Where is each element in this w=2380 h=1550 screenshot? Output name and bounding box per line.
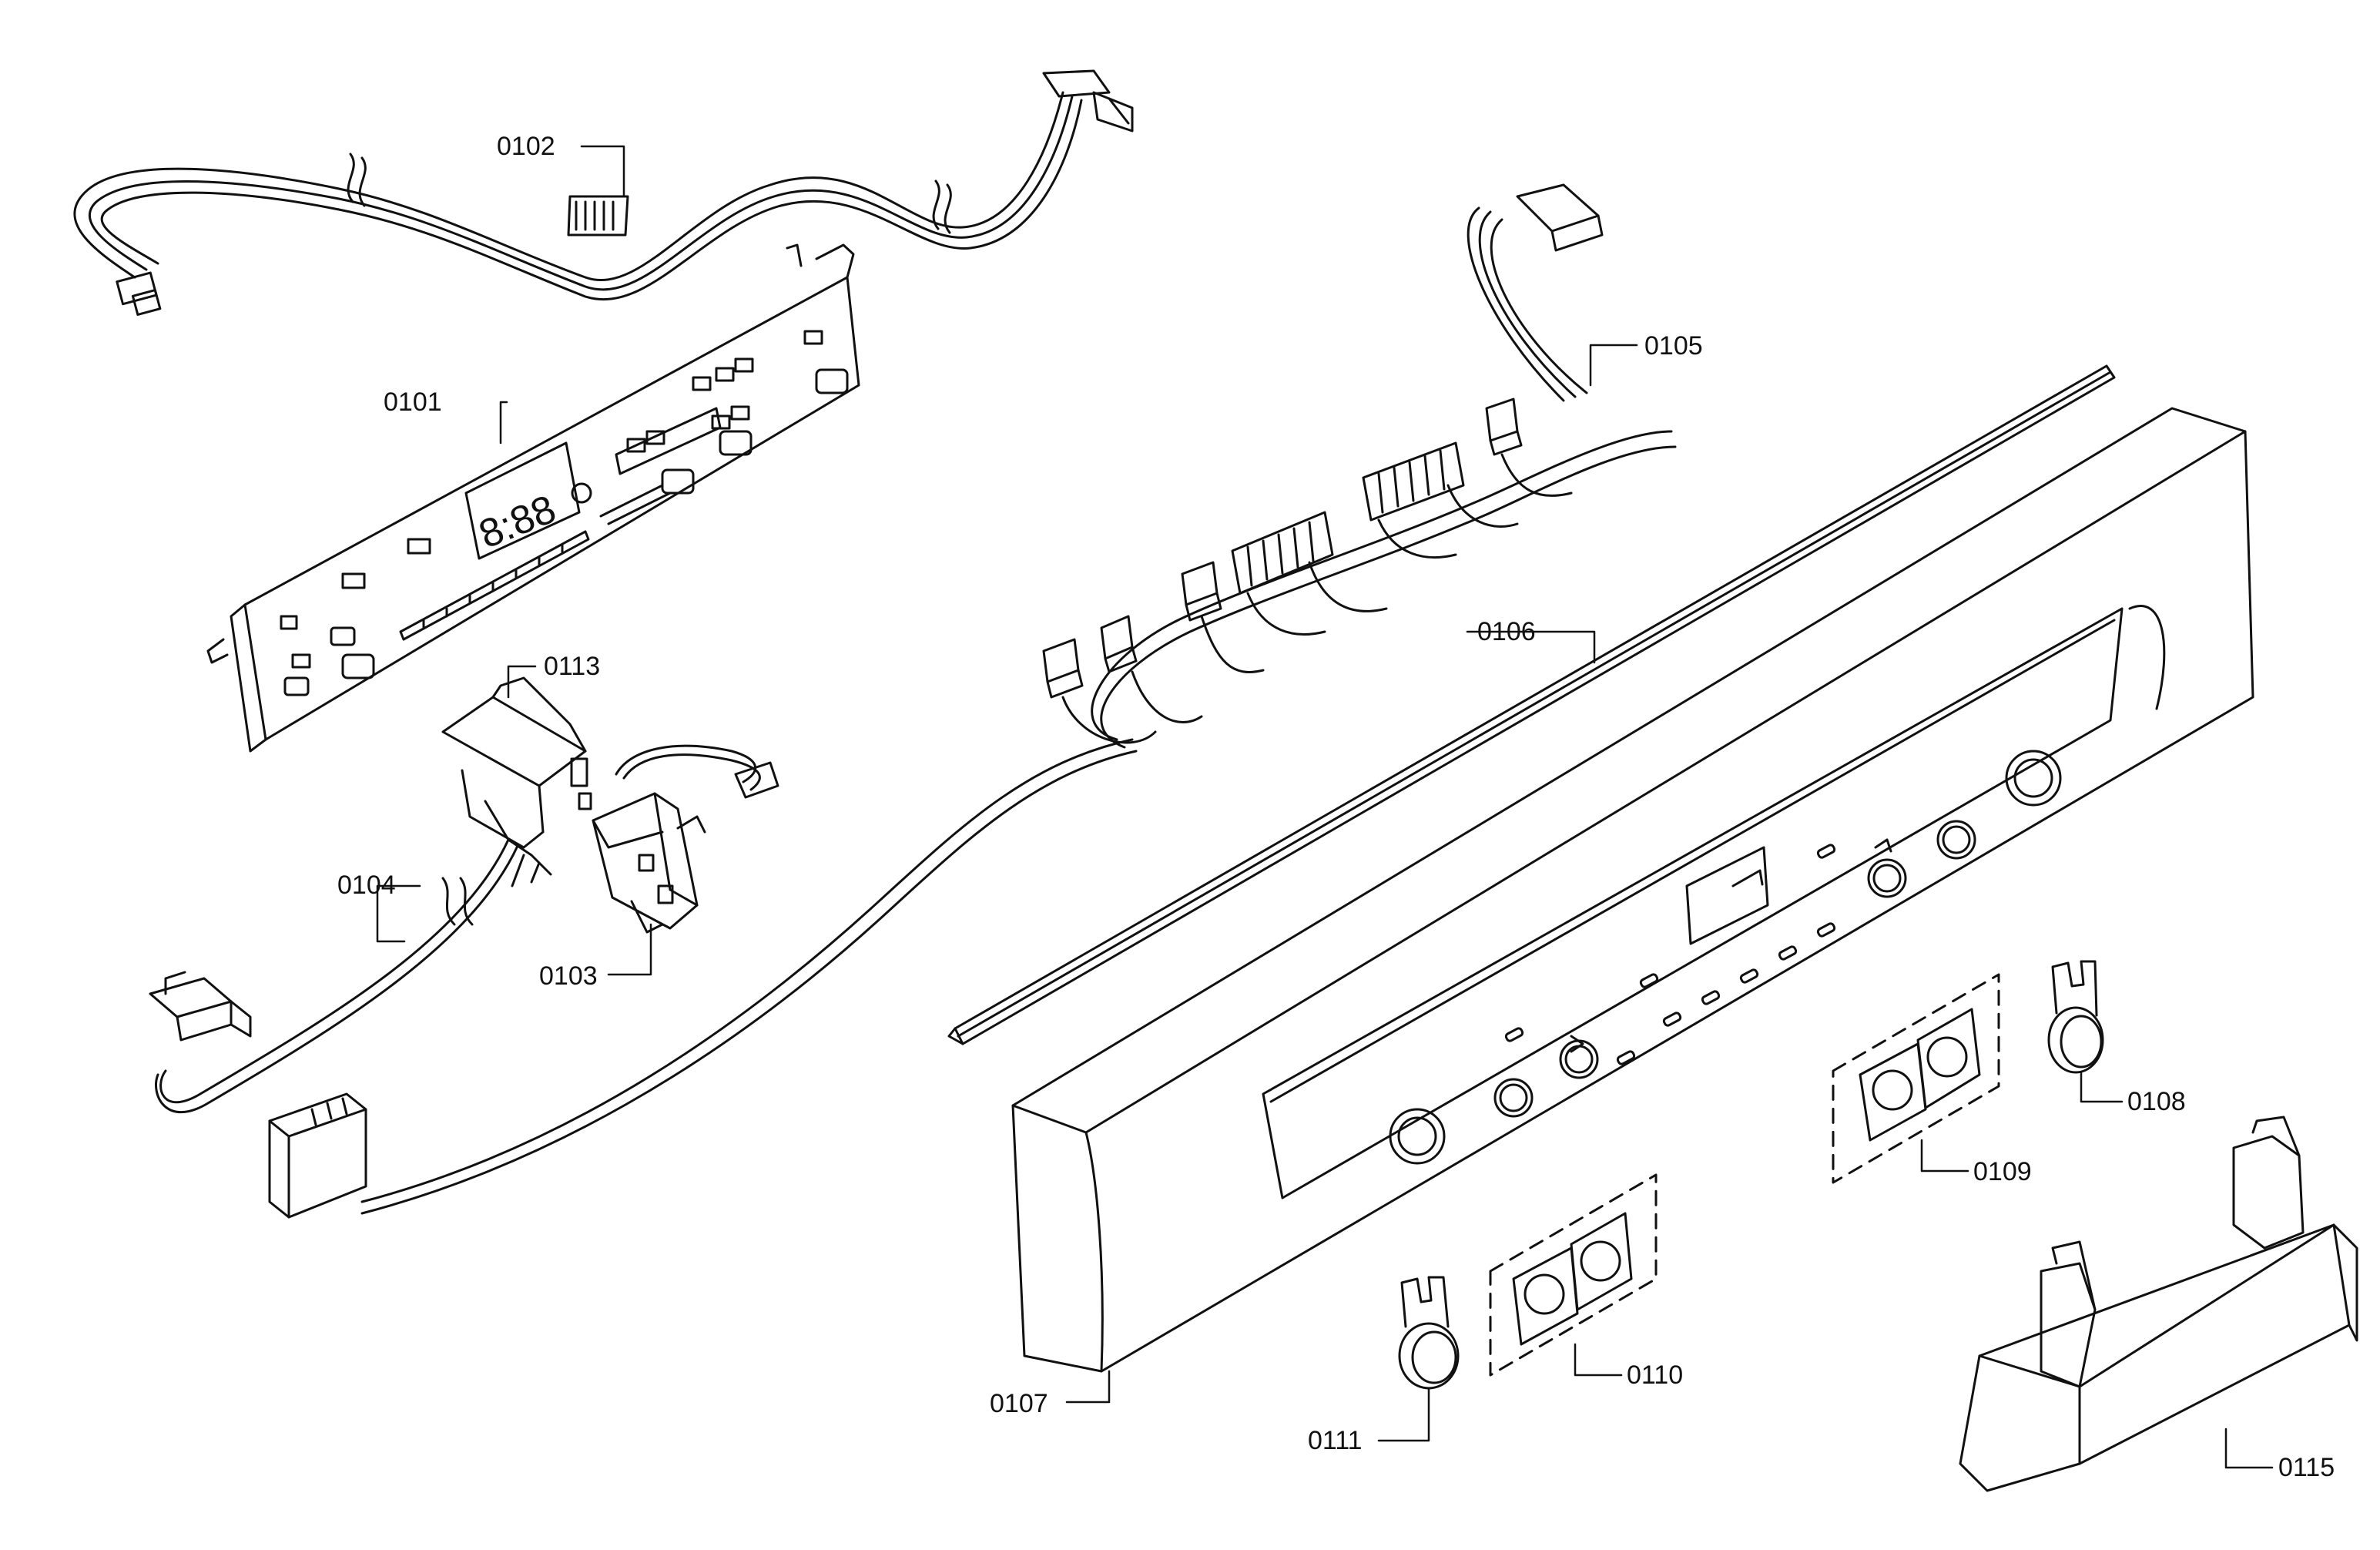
switch-bracket [441,676,592,887]
callout-0102: 0102 [497,132,555,161]
callout-0106: 0106 [1477,617,1536,646]
knob-0108 [2047,960,2104,1074]
callout-0115: 0115 [2278,1453,2335,1482]
wire-harness-0104 [149,838,519,1114]
callout-0109: 0109 [1973,1157,2032,1186]
callout-0105: 0105 [1644,331,1703,361]
callout-0103: 0103 [539,961,598,991]
wiring-harness-top [73,69,1134,316]
display-readout: 8:88 [473,487,562,558]
control-circuit-board: 8:88 [206,243,860,753]
bracket-0115 [1959,1116,2358,1492]
callout-0110: 0110 [1627,1360,1684,1390]
knob-0111 [1398,1276,1460,1390]
callout-0113: 0113 [544,652,601,681]
long-cable [268,738,1138,1219]
gasket-strip [947,364,2116,1045]
front-control-panel [1011,407,2254,1373]
callout-0108: 0108 [2127,1087,2186,1116]
pcb-buttons [280,330,849,696]
callout-0107: 0107 [990,1389,1048,1418]
button-set-0109 [1832,973,2000,1184]
door-switch [592,744,779,934]
callout-0111: 0111 [1308,1426,1363,1455]
callout-0104: 0104 [337,871,396,900]
wiring-harness-right [1042,183,1677,749]
button-set-0110 [1489,1173,1658,1377]
leader-lines [376,145,2274,1469]
callout-0101: 0101 [384,388,442,417]
